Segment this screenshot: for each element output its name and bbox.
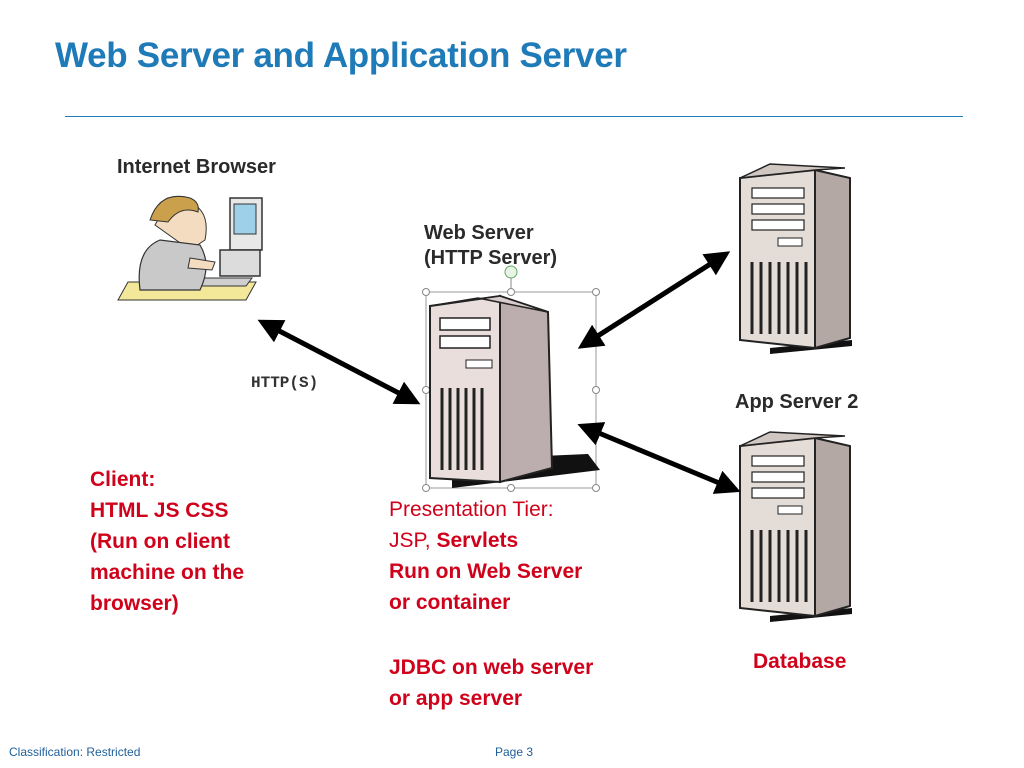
web-server-illustration [422,265,600,492]
client-note-line: Client: [90,468,156,491]
client-note-line: HTML JS CSS [90,499,229,522]
client-note: Client: HTML JS CSS (Run on client machi… [90,464,244,619]
browser-user-illustration [117,195,263,301]
slide-title: Web Server and Application Server [55,36,627,75]
http-protocol-label: HTTP(S) [251,374,319,392]
arrow-browser-to-web [257,319,421,405]
classification-footer: Classification: Restricted [9,745,141,759]
presentation-tier-note: Presentation Tier: JSP, Servlets Run on … [389,494,582,618]
database-label: Database [753,650,847,673]
presentation-tier-tech: JSP, Servlets [389,525,582,556]
web-server-label-line2: (HTTP Server) [424,247,558,269]
web-server-label-line1: Web Server [424,222,534,244]
presentation-tier-container: or container [389,591,511,614]
arrow-web-to-app2 [577,422,741,494]
title-divider [65,116,963,117]
jdbc-note-line: JDBC on web server [389,656,594,679]
app-server-2-label: App Server 2 [735,391,859,413]
page-number: Page 3 [495,745,534,759]
app-server-1-illustration [739,163,852,354]
app-server-2-illustration [739,431,852,622]
web-server-label: Web Server (HTTP Server) [424,221,557,271]
client-note-line: browser) [90,592,179,615]
servlets-text: Servlets [436,529,519,552]
jsp-text: JSP, [389,529,437,552]
client-note-line: machine on the [90,561,245,584]
presentation-tier-heading: Presentation Tier: [389,498,554,521]
jdbc-note: JDBC on web server or app server [389,652,593,714]
jdbc-note-line: or app server [389,687,523,710]
internet-browser-label: Internet Browser [117,156,276,178]
presentation-tier-runtime: Run on Web Server [389,560,583,583]
client-note-line: (Run on client [90,530,230,553]
arrow-web-to-app1 [577,251,731,349]
